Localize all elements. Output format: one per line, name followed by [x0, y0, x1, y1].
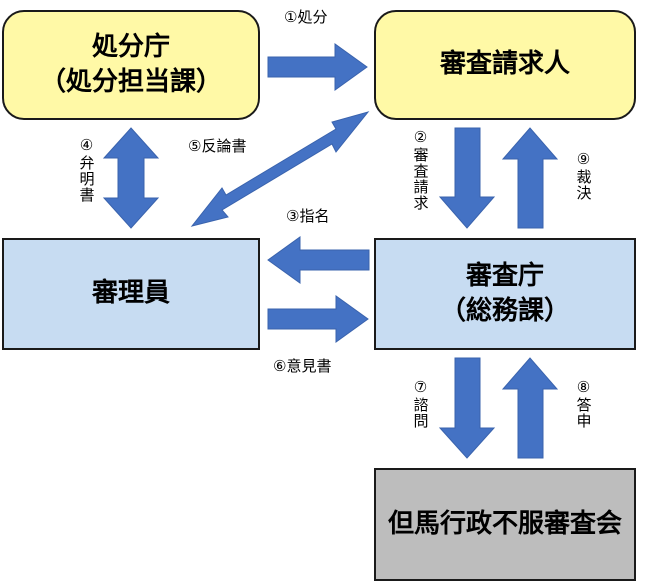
label-shinsa-seikyu: ②審査請求: [411, 128, 430, 211]
shinsa-cho-subtitle: （総務課）: [439, 296, 570, 326]
shinsakai-title: 但馬行政不服審査会: [387, 508, 622, 539]
shinsa-seikyunin-title: 審査請求人: [439, 49, 570, 80]
label-benmeisho: ④弁明書: [77, 136, 96, 203]
arrow-saiketsu: [501, 127, 559, 229]
box-shobun-cho: 処分庁 （処分担当課）: [2, 10, 260, 120]
arrow-ikensho: [267, 295, 369, 343]
label-shimon: ⑦諮問: [411, 378, 430, 429]
shinriin-title: 審理員: [91, 278, 170, 309]
label-saiketsu: ⑨裁決: [574, 150, 593, 201]
box-shinsa-cho: 審査庁 （総務課）: [374, 238, 636, 350]
arrow-benmeisho: [102, 127, 160, 229]
box-shinsa-seikyunin: 審査請求人: [374, 10, 636, 120]
arrow-shimei: [267, 236, 370, 284]
box-shinsakai: 但馬行政不服審査会: [374, 468, 636, 581]
arrow-hanronsho: [190, 111, 370, 227]
shobun-cho-title: 処分庁: [91, 31, 170, 62]
shobun-cho-subtitle: （処分担当課）: [39, 67, 222, 97]
shinsa-cho-title: 審査庁: [465, 260, 544, 291]
arrow-shinsa-seikyu: [438, 127, 496, 229]
label-hanronsho: ⑤反論書: [188, 137, 247, 155]
label-shobun: ①処分: [284, 8, 328, 26]
label-toshin: ⑧答申: [574, 378, 593, 429]
arrow-shimon: [438, 357, 496, 459]
arrow-toshin: [501, 357, 559, 459]
box-shinriin: 審理員: [2, 238, 260, 350]
label-ikensho: ⑥意見書: [273, 357, 332, 375]
arrow-shobun: [267, 43, 368, 91]
label-shimei: ③指名: [286, 207, 330, 225]
